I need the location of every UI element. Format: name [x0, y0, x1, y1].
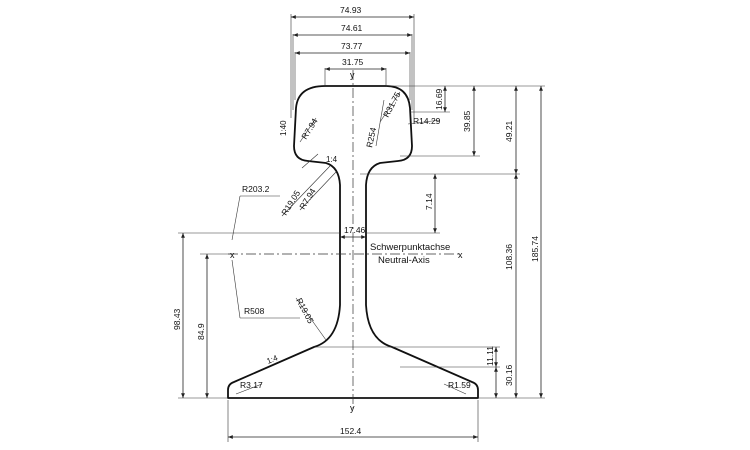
dim-height-84-9: 84.9 — [196, 323, 206, 340]
dim-head-top-31-75: 31.75 — [342, 57, 364, 67]
dim-height-30-16: 30.16 — [504, 364, 514, 386]
dim-height-7-14: 7.14 — [424, 193, 434, 210]
dim-head-width-74-61: 74.61 — [341, 23, 363, 33]
dim-base-width-152-4: 152.4 — [340, 426, 362, 436]
x-axis-label-right: x — [458, 250, 463, 260]
slope-head-side-1-40: 1:40 — [279, 120, 288, 136]
dim-head-width-74-93: 74.93 — [340, 5, 362, 15]
dim-height-11-11: 11.11 — [485, 346, 495, 366]
radius-r7-94-head: R7.94 — [299, 116, 320, 141]
radius-r1-59: R1.59 — [448, 380, 471, 390]
radius-leaders — [231, 91, 467, 395]
base-width-dimension — [227, 400, 479, 442]
y-axis-label-top: y — [350, 70, 355, 80]
radius-r3-17: R3.17 — [240, 380, 263, 390]
dim-web-width-17-46: 17.46 — [344, 225, 366, 235]
slope-head-under-1-4: 1:4 — [326, 155, 338, 164]
radius-r19-05-lower: R19.05 — [294, 296, 316, 325]
dim-height-108-36: 108.36 — [504, 244, 514, 270]
left-height-dimensions — [178, 232, 340, 399]
radius-r31-75: R31.75 — [381, 90, 403, 119]
right-height-dimensions — [360, 85, 545, 399]
dim-height-39-85: 39.85 — [462, 110, 472, 132]
dim-height-49-21: 49.21 — [504, 120, 514, 142]
neutral-axis-label-en: Neutral-Axis — [378, 255, 430, 266]
radius-r14-29: R14.29 — [413, 116, 441, 126]
radius-r508: R508 — [244, 306, 265, 316]
y-axis-label-bottom: y — [350, 403, 355, 413]
radius-r203-2: R203.2 — [242, 184, 270, 194]
x-axis-label-left: x — [230, 250, 235, 260]
top-width-dimensions — [290, 14, 415, 118]
dim-head-width-73-77: 73.77 — [341, 41, 363, 51]
neutral-axis-label-de: Schwerpunktachse — [370, 242, 450, 253]
dim-height-16-69: 16.69 — [434, 88, 444, 110]
dim-height-185-74: 185.74 — [530, 236, 540, 262]
radius-r7-94-web: R7.94 — [297, 186, 318, 211]
slope-base-1-4: 1:4 — [265, 353, 279, 366]
dim-height-98-43: 98.43 — [172, 308, 182, 330]
radius-r254: R254 — [364, 126, 378, 148]
